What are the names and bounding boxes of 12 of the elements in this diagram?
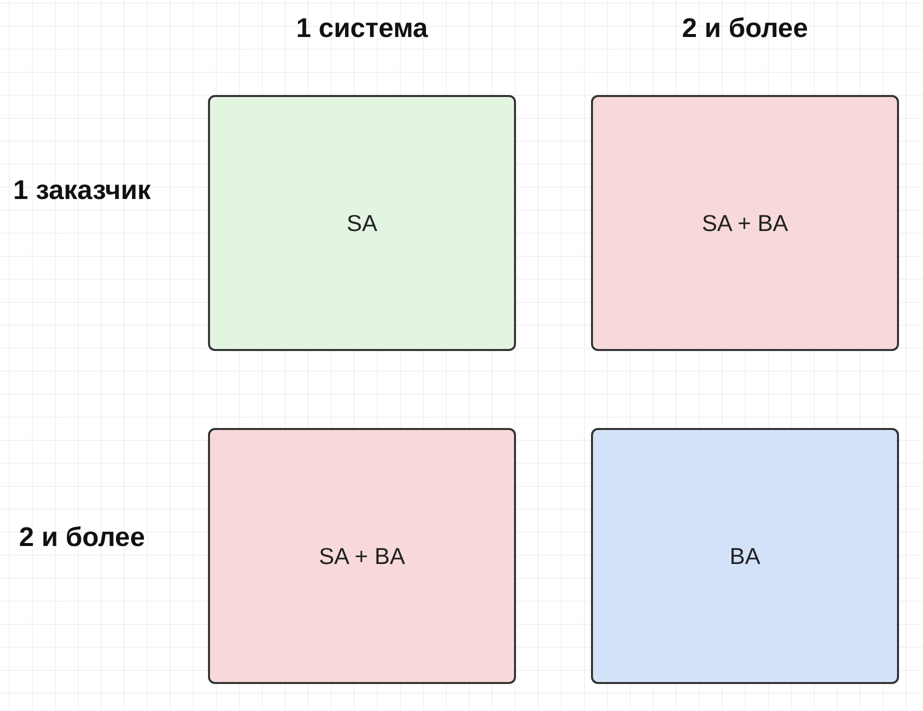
row-header: 2 и более (18, 521, 146, 554)
quadrant-box (591, 95, 899, 351)
quadrant-box (591, 428, 899, 684)
quadrant-label: BA (730, 542, 760, 570)
quadrant-label: SA + BA (318, 542, 406, 570)
quadrant-box (208, 95, 516, 351)
row-header: 1 заказчик (12, 174, 152, 207)
column-header: 1 система (295, 12, 429, 45)
quadrant-box (208, 428, 516, 684)
column-header: 2 и более (681, 12, 809, 45)
quadrant-label: SA (346, 210, 378, 236)
quadrant-label: SA + BA (702, 210, 788, 236)
